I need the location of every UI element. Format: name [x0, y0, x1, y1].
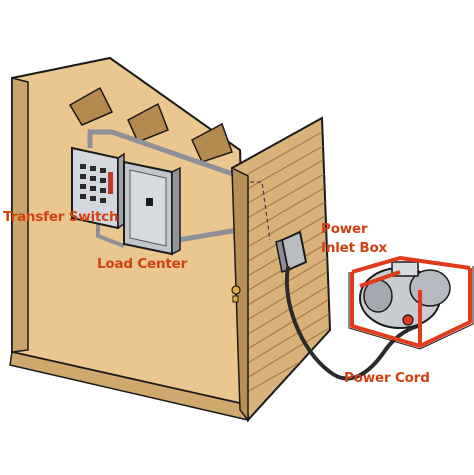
load-center-side — [171, 166, 181, 256]
wall-edge — [231, 166, 249, 423]
load-center-label: Load Center — [97, 256, 188, 272]
hidden-wire — [250, 181, 271, 241]
load-center-panel — [123, 160, 181, 256]
joist-pocket-3 — [191, 122, 233, 163]
power-inlet-box-label: Power Inlet Box — [321, 220, 387, 258]
conduit-top — [87, 129, 251, 183]
transfer-switch-indicator — [108, 172, 113, 194]
power-inlet-box-label-line2: Inlet Box — [321, 240, 388, 256]
joist-pocket-2 — [127, 102, 169, 143]
door-knob — [231, 285, 241, 295]
transfer-switch-panel — [71, 146, 125, 230]
generator-outlet — [402, 314, 414, 326]
left-wall-edge — [11, 77, 29, 353]
load-center-door — [129, 169, 167, 247]
transfer-switch-label: Transfer Switch — [3, 209, 119, 225]
generator-frame-outline — [348, 266, 474, 350]
load-center-latch — [146, 198, 153, 206]
generator-frame — [350, 256, 472, 348]
transfer-switch-breakers — [80, 164, 106, 203]
generator — [348, 256, 474, 350]
joist-pocket-1 — [68, 86, 114, 126]
power-inlet-box-label-line1: Power — [321, 221, 368, 237]
power-cord-label: Power Cord — [344, 370, 430, 386]
conduit-link — [96, 220, 125, 248]
door-lock — [232, 295, 239, 303]
